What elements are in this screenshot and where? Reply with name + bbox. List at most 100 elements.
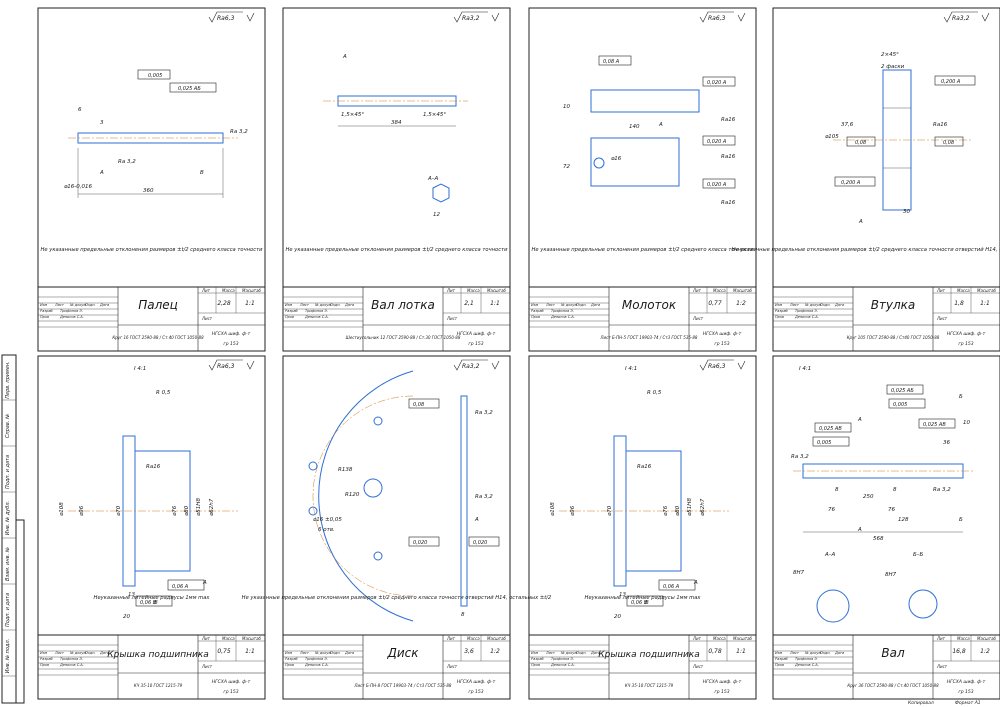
dimension: 10	[563, 104, 570, 110]
roughness-bracket	[246, 360, 255, 370]
dimension: ⌀51H8	[196, 498, 202, 516]
dimension: 10	[963, 420, 970, 426]
person-name: Денисов С.А.	[59, 315, 84, 319]
sheet-label: Лист	[446, 316, 458, 321]
part-title: Крышка подшипника	[598, 650, 700, 660]
roughness: Ra3,2	[462, 15, 480, 22]
rev-header: Изм	[40, 651, 47, 655]
person-name: Трифонов Э.	[305, 657, 328, 661]
role: Разраб	[40, 309, 53, 313]
title-block	[528, 634, 757, 700]
rev-header: Подп.	[85, 303, 96, 307]
rev-header: № докум.	[804, 651, 822, 655]
margin-label: Инв. № дубл.	[5, 501, 11, 535]
tol-frame	[658, 579, 696, 591]
dimension: А–А	[824, 552, 836, 558]
sheet-label: Лист	[692, 664, 704, 669]
dimension: А	[202, 580, 207, 586]
tb-header: Масштаб	[733, 636, 753, 641]
rev-header: Подп.	[576, 651, 587, 655]
title-block	[282, 286, 511, 352]
tb-header: Масса	[957, 636, 970, 641]
part-mass: 2,28	[217, 300, 231, 307]
person-name: Трифонов Э.	[305, 309, 328, 313]
organization: НГСХА шиф. ф-т	[212, 331, 251, 337]
margin-label: Подп. и дата	[5, 593, 11, 627]
title-block	[37, 634, 266, 700]
dimension: Б–Б	[913, 552, 924, 558]
copied-label: Копировал	[908, 700, 934, 706]
dimension: 3	[100, 120, 104, 126]
tb-header: Лит	[201, 288, 211, 293]
rev-header: Лист	[789, 651, 800, 655]
dimension: 8	[461, 612, 465, 618]
tol-frame	[408, 536, 440, 547]
part-material: Лист Б-ПН-5 ГОСТ 19903-74 / Ст3 ГОСТ 535…	[600, 335, 698, 340]
rev-header: № докум.	[560, 651, 578, 655]
dimension: R 0,5	[156, 390, 171, 396]
rev-header: Изм	[285, 303, 292, 307]
organization: НГСХА шиф. ф-т	[947, 679, 986, 685]
dimension: А	[342, 54, 347, 60]
part-title: Молоток	[622, 298, 677, 312]
rev-header: № докум.	[69, 303, 87, 307]
hex-section	[432, 183, 450, 203]
sheet-label: Лист	[936, 664, 948, 669]
dimension: R120	[345, 492, 360, 498]
rev-header: Лист	[545, 651, 556, 655]
role: Разраб	[531, 309, 544, 313]
role: Разраб	[775, 657, 788, 661]
dimension: Ra 3,2	[118, 159, 136, 165]
rev-header: № докум.	[314, 303, 332, 307]
part-mass: 16,8	[952, 648, 966, 655]
dimension: 0,025 АВ	[819, 426, 842, 432]
part-scale: 1:1	[245, 648, 255, 655]
sheet-label: Лист	[936, 316, 948, 321]
dimension: ⌀70	[607, 505, 613, 516]
dimension: 0,005	[817, 440, 831, 446]
tol-frame	[812, 436, 850, 447]
dimension: Ra 3,2	[230, 129, 248, 135]
dimension: В	[154, 600, 158, 606]
role: Пров	[285, 315, 294, 319]
rev-header: Лист	[545, 303, 556, 307]
rev-header: Подп.	[330, 303, 341, 307]
part-mass: 3,6	[464, 648, 474, 655]
dimension: Ra 3,2	[791, 454, 809, 460]
dimension: В	[645, 600, 649, 606]
dimension: Б	[959, 517, 963, 523]
part-scale: 1:2	[490, 648, 500, 655]
margin-label: Подп. и дата	[5, 455, 11, 489]
tb-header: Масштаб	[242, 636, 262, 641]
tol-frame	[886, 384, 924, 395]
dimension: 12	[433, 212, 440, 218]
roughness-bracket	[737, 360, 746, 370]
bolt-hole	[373, 416, 383, 426]
tol-frame	[814, 422, 852, 433]
general-note: Неуказанные литейные радиусы 1мм max	[585, 595, 702, 601]
dimension: 20	[123, 614, 130, 620]
general-note: Не указанные предельные отклонения разме…	[286, 247, 509, 253]
hole	[593, 157, 605, 169]
part-material: КЧ 35-10 ГОСТ 1215-79	[134, 683, 183, 688]
part-scale: 1:1	[980, 300, 990, 307]
organization: НГСХА шиф. ф-т	[457, 679, 496, 685]
sheet-label: Лист	[692, 316, 704, 321]
tol-frame	[934, 75, 976, 86]
sheet-label: Лист	[201, 664, 213, 669]
general-note: Не указанные предельные отклонения разме…	[732, 247, 1000, 253]
sheet-kryshka-2: Ra6,3⌀108⌀96⌀70⌀76⌀80⌀51H8⌀62h71320Ra16R…	[528, 355, 757, 700]
dimension: 0,06 В	[631, 600, 648, 606]
tb-header: Масса	[713, 288, 726, 293]
dimension: Ra16	[721, 117, 736, 123]
part-mass: 0,78	[708, 648, 722, 655]
rev-header: Лист	[54, 651, 65, 655]
dimension: ⌀76	[663, 505, 669, 516]
title-block	[282, 634, 511, 700]
title-block	[772, 286, 1000, 352]
role: Разраб	[531, 657, 544, 661]
role: Пров	[285, 663, 294, 667]
dimension: А	[99, 170, 104, 176]
tb-header: Масштаб	[977, 288, 997, 293]
rev-header: Изм	[285, 651, 292, 655]
